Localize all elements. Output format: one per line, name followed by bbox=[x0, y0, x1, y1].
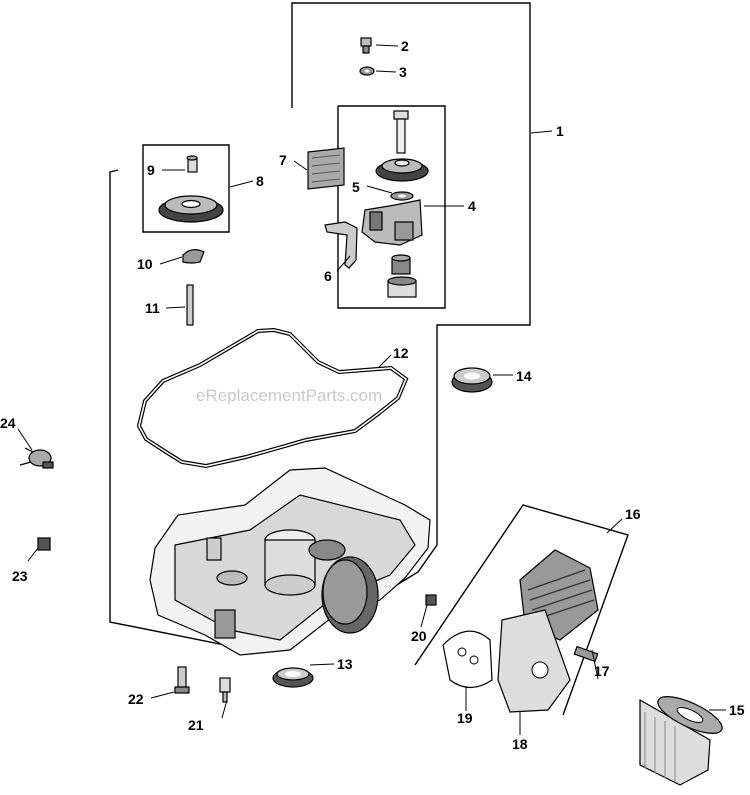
assembly-16-bracket bbox=[414, 504, 629, 716]
callout-24: 24 bbox=[0, 415, 16, 431]
callout-10: 10 bbox=[137, 256, 153, 272]
part-21-bolt bbox=[219, 677, 231, 703]
part-13-seal bbox=[272, 667, 314, 688]
callout-14: 14 bbox=[516, 368, 532, 384]
callout-2: 2 bbox=[401, 38, 409, 54]
part-11-pin bbox=[186, 284, 194, 326]
part-15-oil-filter bbox=[639, 696, 723, 786]
part-20-fitting bbox=[425, 594, 437, 606]
part-22-bolt bbox=[174, 666, 190, 694]
callout-20: 20 bbox=[411, 628, 427, 644]
part-16-oil-cooler bbox=[497, 549, 599, 713]
callout-9: 9 bbox=[147, 162, 155, 178]
callout-1: 1 bbox=[556, 123, 564, 139]
callout-19: 19 bbox=[457, 710, 473, 726]
part-5-washer bbox=[390, 191, 414, 201]
leader-lines bbox=[17, 44, 726, 735]
part-4-pump-assembly bbox=[361, 110, 429, 298]
callout-5: 5 bbox=[352, 179, 360, 195]
callout-11: 11 bbox=[145, 300, 160, 316]
callout-8: 8 bbox=[256, 173, 264, 189]
callout-15: 15 bbox=[729, 702, 745, 718]
part-9-shaft bbox=[186, 155, 198, 173]
callout-17: 17 bbox=[594, 663, 610, 679]
assembly-8-box bbox=[142, 144, 230, 233]
part-10-clip bbox=[182, 249, 205, 264]
part-23-plug bbox=[37, 537, 51, 551]
callout-18: 18 bbox=[512, 736, 528, 752]
callout-7: 7 bbox=[279, 152, 287, 168]
part-24-switch bbox=[19, 447, 54, 469]
part-7-screen bbox=[307, 147, 345, 190]
assembly-4-box bbox=[337, 105, 446, 309]
callout-3: 3 bbox=[399, 64, 407, 80]
part-17-bolt bbox=[573, 645, 599, 663]
callout-6: 6 bbox=[324, 268, 332, 284]
part-19-gasket bbox=[442, 630, 493, 689]
watermark-text: eReplacementParts.com bbox=[196, 386, 382, 405]
part-3-washer bbox=[359, 66, 375, 76]
callout-13: 13 bbox=[337, 656, 353, 672]
part-14-seal bbox=[451, 367, 493, 393]
callout-16: 16 bbox=[625, 506, 641, 522]
callout-23: 23 bbox=[12, 568, 28, 584]
callout-22: 22 bbox=[128, 691, 144, 707]
callout-4: 4 bbox=[468, 198, 476, 214]
callout-12: 12 bbox=[393, 345, 409, 361]
oil-pan-body bbox=[149, 467, 431, 656]
callout-labels: 2 3 1 4 5 6 7 8 9 10 11 12 13 14 15 16 1… bbox=[0, 38, 745, 752]
part-12-gasket bbox=[136, 327, 409, 469]
part-2-bolt bbox=[360, 37, 372, 54]
part-6-pickup-tube bbox=[324, 221, 358, 269]
part-8-gear bbox=[158, 195, 224, 223]
callout-21: 21 bbox=[188, 717, 204, 733]
